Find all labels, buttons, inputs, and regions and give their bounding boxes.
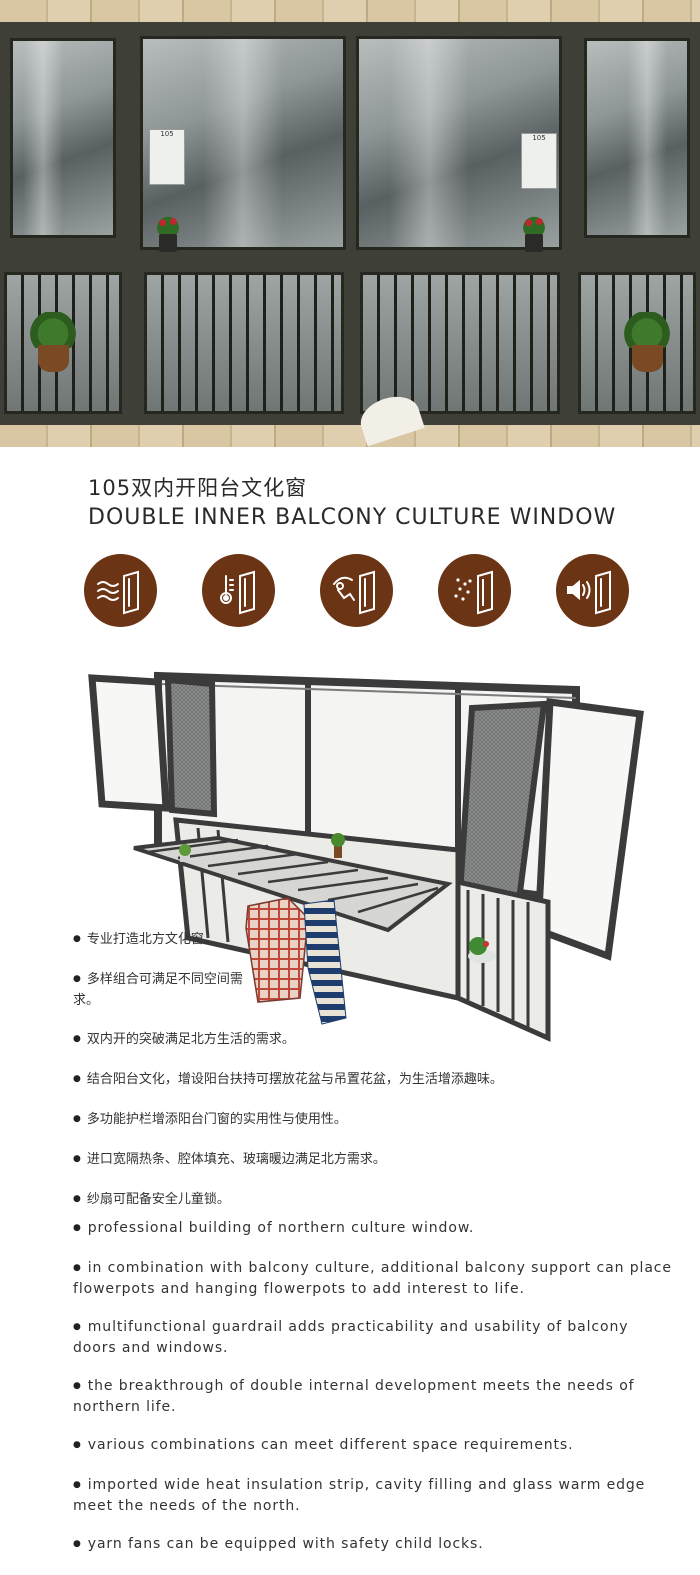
- feature-icons: [84, 554, 630, 630]
- hanging-plant: [616, 312, 678, 372]
- page-title-en: DOUBLE INNER BALCONY CULTURE WINDOW: [88, 505, 617, 530]
- notice-text: 105: [532, 134, 546, 142]
- notice-text: 105: [160, 130, 174, 138]
- thermometer-icon: [202, 554, 275, 627]
- list-item: 专业打造北方文化窗。: [73, 930, 573, 951]
- list-item: 多样组合可满足不同空间需求。: [73, 970, 248, 1011]
- list-item: professional building of northern cultur…: [73, 1219, 673, 1240]
- feature-list-cn: 专业打造北方文化窗。 多样组合可满足不同空间需求。 双内开的突破满足北方生活的需…: [73, 930, 573, 1230]
- balcony-guardrail: [360, 272, 560, 414]
- glass-pane: [10, 38, 116, 238]
- list-item: various combinations can meet different …: [73, 1436, 673, 1457]
- notice-board: 105: [149, 129, 185, 185]
- list-item: 进口宽隔热条、腔体填充、玻璃暖边满足北方需求。: [73, 1150, 573, 1171]
- list-item: 双内开的突破满足北方生活的需求。: [73, 1030, 573, 1051]
- list-item: imported wide heat insulation strip, cav…: [73, 1476, 673, 1516]
- list-item: 结合阳台文化，增设阳台扶持可摆放花盆与吊置花盆，为生活增添趣味。: [73, 1070, 573, 1091]
- list-item: 多功能护栏增添阳台门窗的实用性与使用性。: [73, 1110, 573, 1131]
- window-product-image: [88, 671, 644, 1042]
- list-item: multifunctional guardrail adds practicab…: [73, 1318, 673, 1358]
- hanging-plant: [22, 312, 84, 372]
- notice-board: 105: [521, 133, 557, 189]
- brick-wall-bottom: [0, 425, 700, 447]
- feature-list-en: professional building of northern cultur…: [73, 1219, 673, 1575]
- brick-wall-top: [0, 0, 700, 22]
- hero-photo: 105 105: [0, 0, 700, 447]
- flower-pot: [516, 212, 552, 252]
- window-frame: 105 105: [0, 22, 700, 425]
- glass-pane: [584, 38, 690, 238]
- hand-swipe-icon: [320, 554, 393, 627]
- list-item: the breakthrough of double internal deve…: [73, 1377, 673, 1417]
- dust-icon: [438, 554, 511, 627]
- page-title-cn: 105双内开阳台文化窗: [88, 476, 308, 500]
- sound-icon: [556, 554, 629, 627]
- list-item: yarn fans can be equipped with safety ch…: [73, 1535, 673, 1556]
- wind-icon: [84, 554, 157, 627]
- balcony-guardrail: [144, 272, 344, 414]
- list-item: in combination with balcony culture, add…: [73, 1259, 673, 1299]
- list-item: 纱扇可配备安全儿童锁。: [73, 1190, 573, 1211]
- flower-pot: [150, 212, 186, 252]
